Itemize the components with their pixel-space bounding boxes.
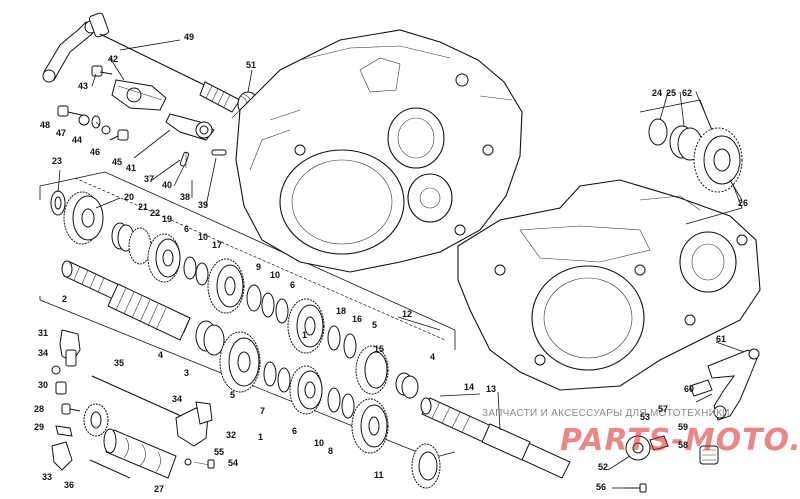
leader-lines: [57, 39, 745, 489]
part-number-label: 11: [374, 470, 384, 480]
part-number-label: 34: [38, 348, 48, 358]
part-number-label: 41: [126, 163, 136, 173]
part-number-label: 7: [260, 406, 265, 416]
part-number-label: 9: [256, 262, 261, 272]
part-number-label: 44: [72, 135, 82, 145]
part-number-labels: 4942435148474446454137403839232021221961…: [34, 32, 748, 494]
part-number-label: 57: [658, 404, 668, 414]
part-number-label: 58: [678, 440, 688, 450]
part-number-label: 32: [226, 430, 236, 440]
part-number-label: 6: [292, 426, 297, 436]
part-number-label: 55: [214, 447, 224, 457]
part-number-label: 24: [652, 88, 662, 98]
part-number-label: 16: [352, 314, 362, 324]
part-number-label: 43: [78, 81, 88, 91]
part-number-label: 39: [198, 200, 208, 210]
watermark-logo: PARTS-MOTO.RU: [560, 423, 800, 458]
part-number-label: 37: [144, 174, 154, 184]
right-crankcase: [457, 179, 761, 391]
part-number-label: 10: [198, 232, 208, 242]
left-crankcase: [235, 29, 523, 273]
part-number-label: 34: [172, 394, 182, 404]
part-number-label: 22: [150, 208, 160, 218]
part-number-label: 12: [402, 309, 412, 319]
part-number-label: 21: [138, 202, 148, 212]
part-number-label: 8: [328, 446, 333, 456]
output-sprocket-group: [639, 99, 743, 225]
part-number-label: 18: [336, 306, 346, 316]
part-number-label: 33: [42, 472, 52, 482]
part-number-label: 59: [678, 422, 688, 432]
part-number-label: 30: [38, 380, 48, 390]
part-number-label: 29: [34, 422, 44, 432]
output-shaft: [420, 397, 571, 479]
part-number-label: 13: [486, 384, 496, 394]
part-number-label: 23: [52, 156, 62, 166]
part-number-label: 56: [596, 482, 606, 492]
part-number-label: 4: [158, 350, 163, 360]
part-number-label: 19: [162, 214, 172, 224]
part-number-label: 49: [184, 32, 194, 42]
primary-shaft: [61, 260, 191, 341]
part-number-label: 52: [598, 462, 608, 472]
part-number-label: 20: [124, 192, 134, 202]
watermark-text: ЗАПЧАСТИ И АКСЕССУАРЫ ДЛЯ МОТОТЕХНИКИ: [482, 408, 730, 419]
part-number-label: 5: [230, 390, 235, 400]
part-number-label: 27: [154, 484, 164, 494]
part-number-label: 15: [374, 344, 384, 354]
part-number-label: 60: [684, 384, 694, 394]
part-number-label: 36: [64, 480, 74, 490]
gear-shift-lever: [624, 348, 760, 493]
part-number-label: 31: [38, 328, 48, 338]
part-number-label: 25: [666, 88, 676, 98]
part-number-label: 42: [108, 54, 118, 64]
part-number-label: 17: [212, 240, 222, 250]
part-number-label: 54: [228, 458, 238, 468]
secondary-shaft-gears: [195, 320, 441, 489]
part-number-label: 1: [258, 432, 263, 442]
part-number-label: 1: [302, 330, 307, 340]
part-number-label: 5: [372, 320, 377, 330]
part-number-label: 10: [314, 438, 324, 448]
part-number-label: 48: [40, 120, 50, 130]
part-number-label: 45: [112, 157, 122, 167]
part-number-label: 51: [246, 60, 256, 70]
part-number-label: 53: [640, 412, 650, 422]
primary-shaft-gears: [50, 190, 357, 359]
part-number-label: 47: [56, 128, 66, 138]
part-number-label: 4: [430, 352, 435, 362]
part-number-label: 3: [184, 368, 189, 378]
part-number-label: 46: [90, 147, 100, 157]
part-number-label: 40: [162, 180, 172, 190]
part-number-label: 35: [114, 358, 124, 368]
part-number-label: 61: [716, 334, 726, 344]
part-number-label: 10: [270, 270, 280, 280]
part-number-label: 6: [290, 280, 295, 290]
watermark: ЗАПЧАСТИ И АКСЕССУАРЫ ДЛЯ МОТОТЕХНИКИ PA…: [482, 408, 800, 458]
part-number-label: 26: [738, 198, 748, 208]
shift-drum-assembly: [51, 329, 215, 479]
part-number-label: 28: [34, 404, 44, 414]
part-number-label: 38: [180, 192, 190, 202]
part-number-label: 2: [62, 294, 67, 304]
part-number-label: 62: [682, 88, 692, 98]
part-number-label: 14: [464, 382, 474, 392]
part-number-label: 6: [184, 224, 189, 234]
